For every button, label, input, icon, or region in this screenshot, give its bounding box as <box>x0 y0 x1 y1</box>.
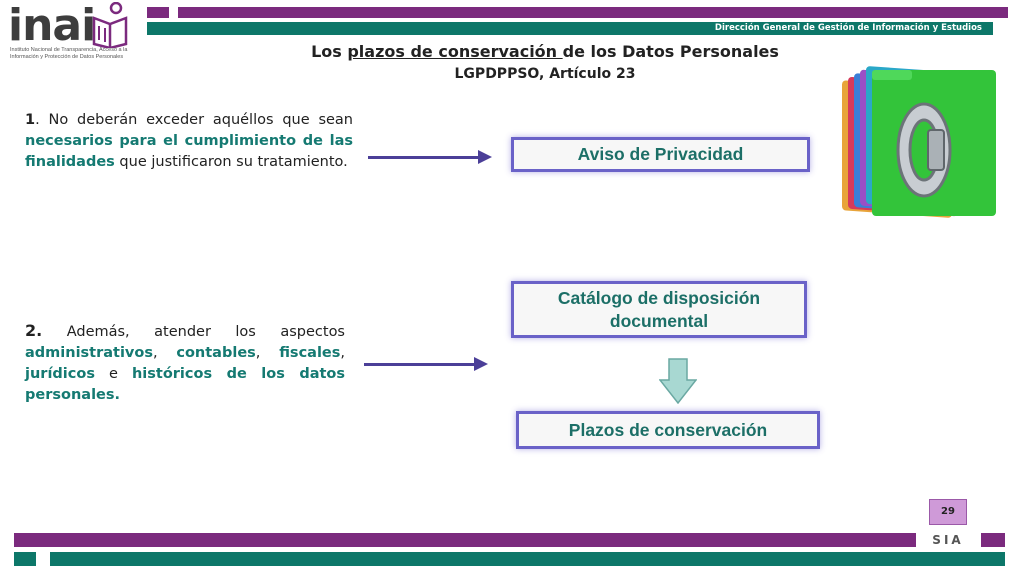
point-1-highlight: necesarios para el cumplimiento de las f… <box>25 133 353 170</box>
plazos-conservacion-box: Plazos de conservación <box>516 411 820 449</box>
point-2-part: Además, atender los aspectos <box>42 324 345 340</box>
footer-bar-purple-right <box>981 533 1005 547</box>
page-subtitle: LGPDPPSO, Artículo 23 <box>454 66 636 82</box>
logo-wordmark: inai <box>8 0 96 51</box>
header-bar-top <box>178 7 1008 18</box>
point-1-part: . No deberán exceder aquéllos que sean <box>35 112 353 128</box>
logo-subtitle: Instituto Nacional de Transparencia, Acc… <box>10 47 128 60</box>
sia-label: SIA <box>932 533 964 547</box>
footer-bar-teal <box>50 552 1005 566</box>
arrow-1-head <box>478 150 492 164</box>
inai-logo: inai Instituto Nacional de Transparencia… <box>0 0 140 70</box>
header-org-name: Dirección General de Gestión de Informac… <box>714 23 982 33</box>
point-2-sep-4: e <box>94 366 132 382</box>
title-underlined: plazos de conservación <box>347 42 563 61</box>
point-2-sep-1: , <box>152 345 177 361</box>
header-bar-top-small <box>147 7 169 18</box>
arrow-1-line <box>368 156 480 159</box>
point-2-number: 2. <box>25 321 43 340</box>
point-2-hl-juridicos: jurídicos <box>25 366 95 382</box>
footer-bar-teal-small <box>14 552 36 566</box>
footer-bar-purple <box>14 533 916 547</box>
point-2-hl-fiscales: fiscales <box>279 345 341 361</box>
folders-key-illustration <box>842 66 996 218</box>
point-1-part-end: que justificaron su tratamiento. <box>114 154 348 170</box>
title-suffix: de los Datos Personales <box>562 42 779 61</box>
point-2-text: 2. Además, atender los aspectos administ… <box>25 320 345 406</box>
point-2-hl-contables: contables <box>176 345 256 361</box>
point-1-number: 1 <box>25 112 36 128</box>
point-2-hl-historicos: históricos de los datos personales. <box>25 366 346 403</box>
page-title: Los plazos de conservación de los Datos … <box>230 42 860 61</box>
point-2-hl-administrativos: administrativos <box>25 345 153 361</box>
header-bar-bottom <box>147 22 993 35</box>
down-arrow-icon <box>659 358 697 404</box>
logo-book-person-icon <box>92 2 128 48</box>
title-prefix: Los <box>311 42 348 61</box>
key-icon <box>896 102 952 198</box>
catalogo-disposicion-box: Catálogo de disposición documental <box>511 281 807 338</box>
aviso-privacidad-box: Aviso de Privacidad <box>511 137 810 172</box>
point-1-text: 1. No deberán exceder aquéllos que sean … <box>25 110 353 173</box>
arrow-2-head <box>474 357 488 371</box>
point-2-sep-3: , <box>340 345 345 361</box>
page-number-badge: 29 <box>929 499 967 525</box>
arrow-2-line <box>364 363 476 366</box>
point-2-sep-2: , <box>255 345 280 361</box>
